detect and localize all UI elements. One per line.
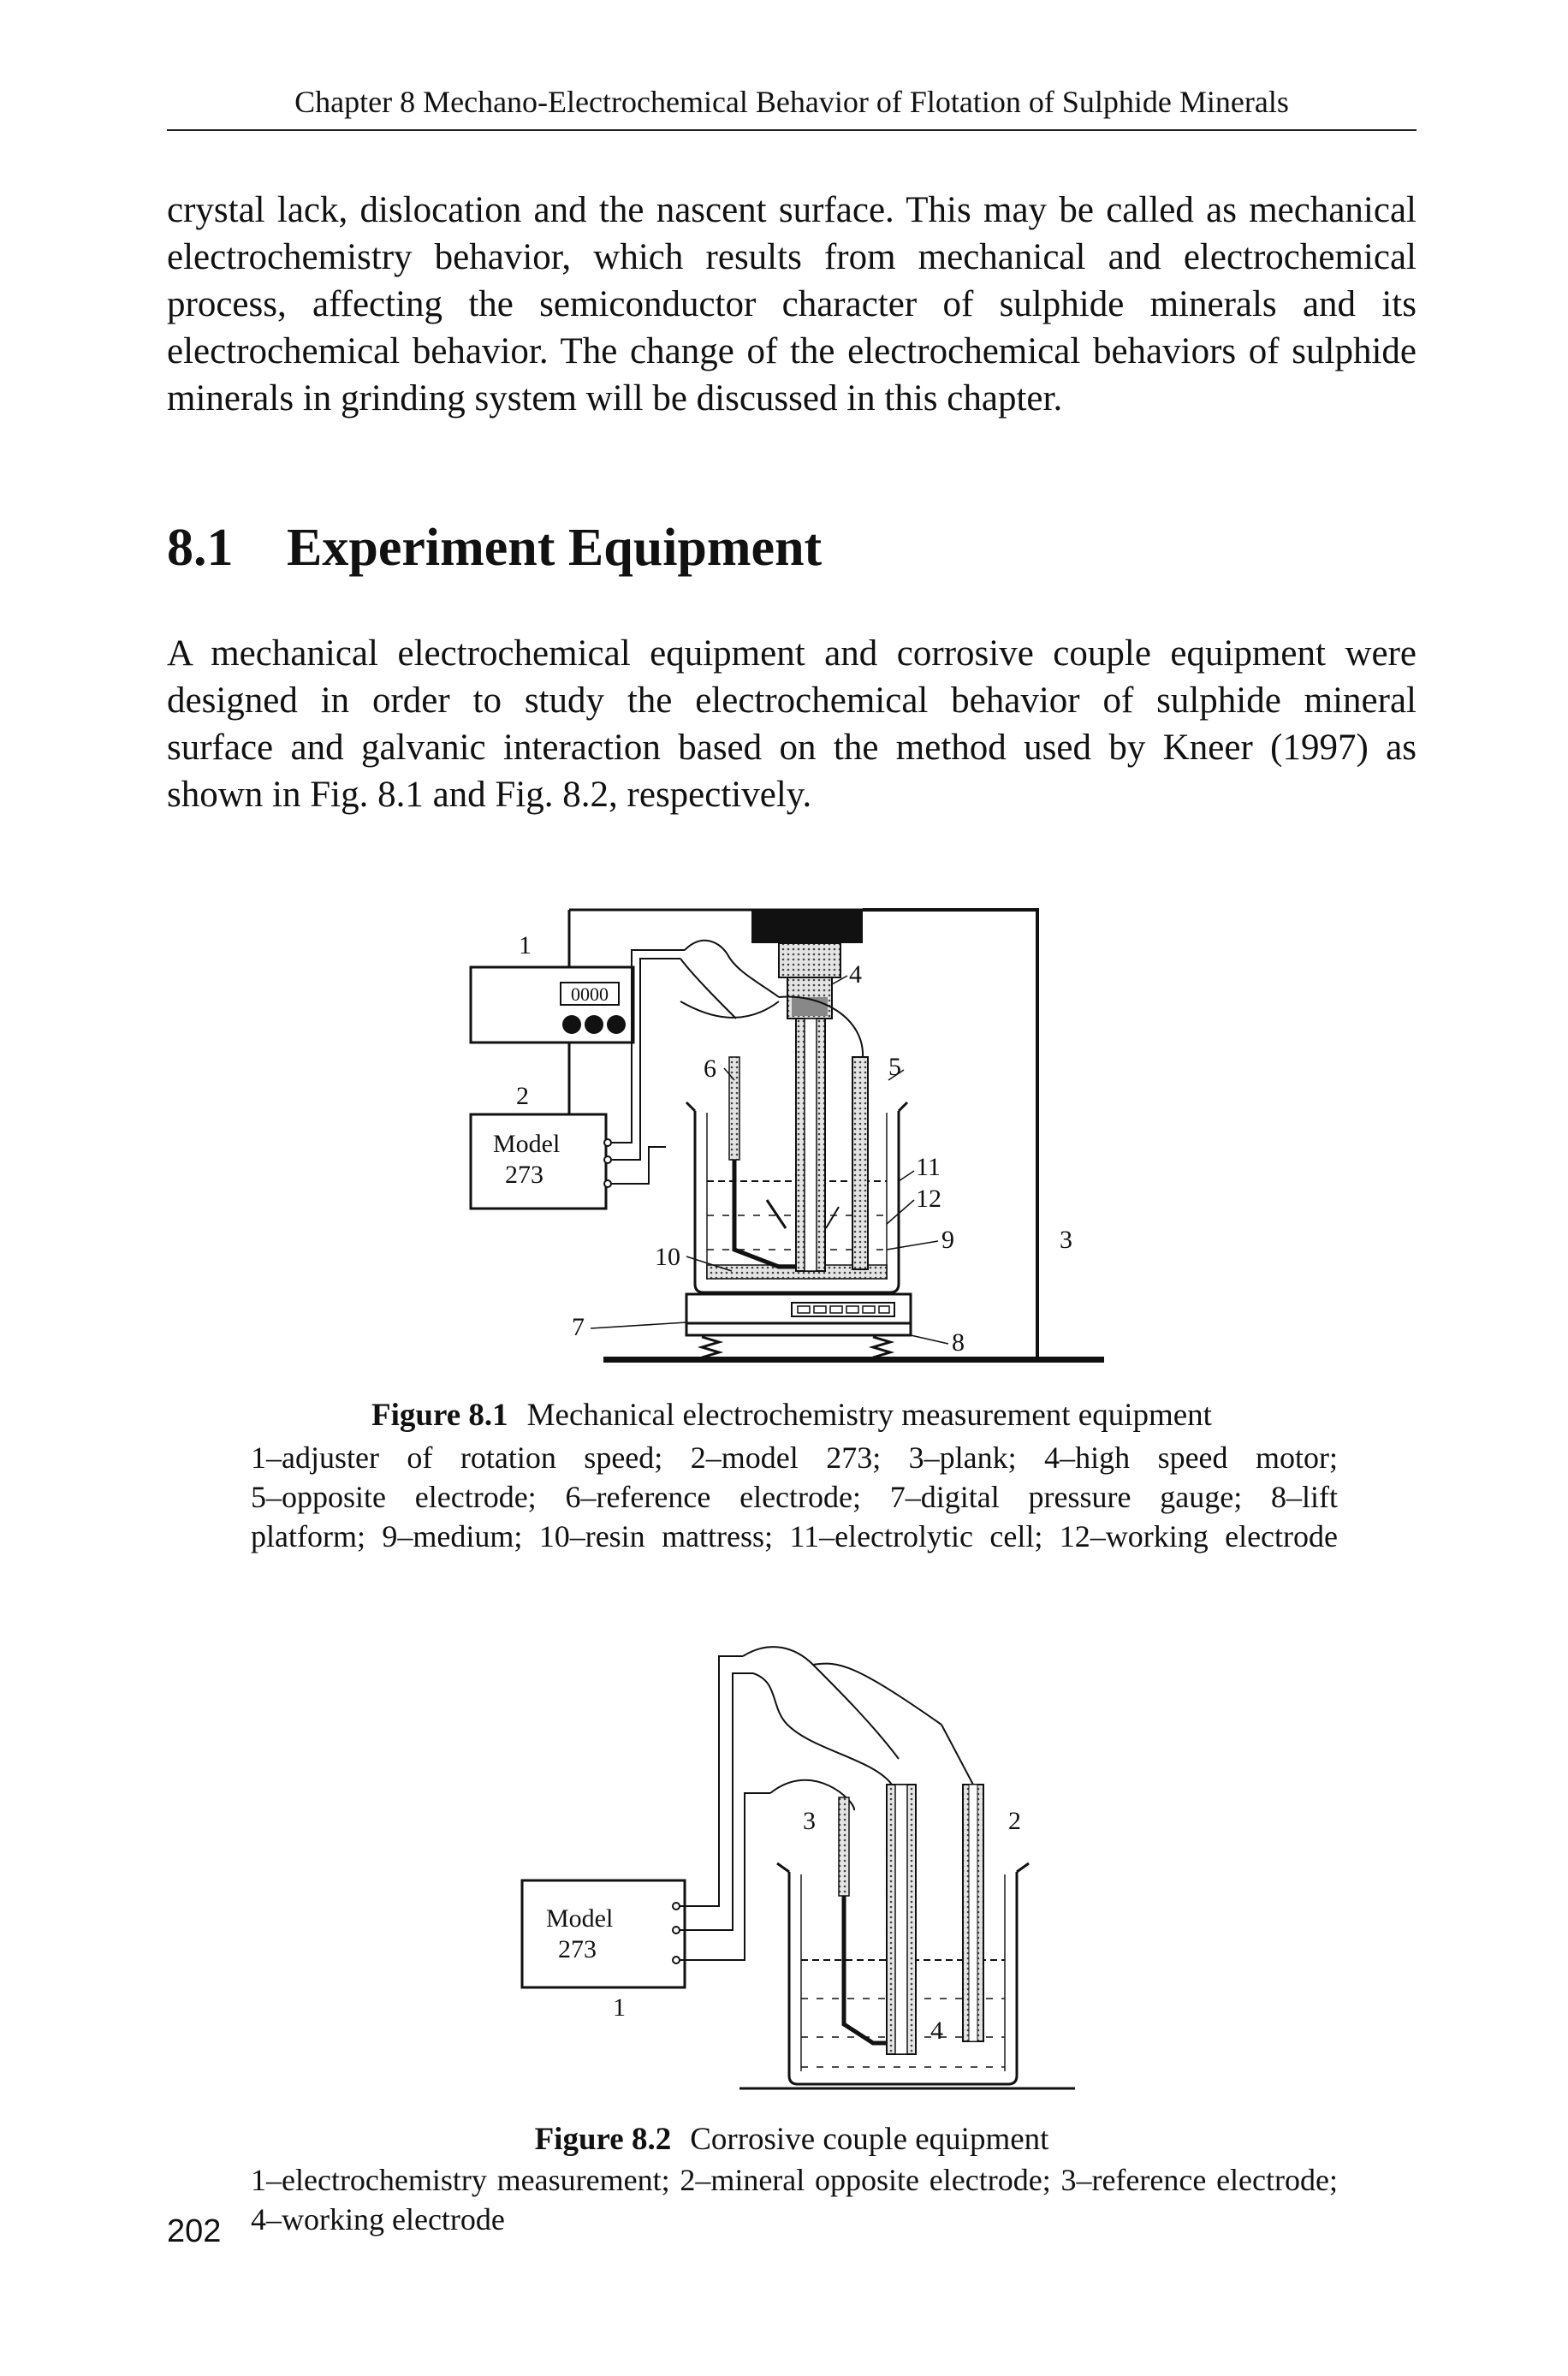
reference-electrode — [841, 1797, 890, 2046]
label-3: 3 — [803, 1807, 816, 1835]
figure-title: Mechanical electrochemistry measurement … — [526, 1398, 1212, 1433]
intro-paragraph: crystal lack, dislocation and the nascen… — [167, 187, 1417, 422]
label-5: 5 — [888, 1053, 901, 1081]
label-7: 7 — [572, 1313, 585, 1341]
caption-line: 1–adjuster of rotation speed; 2–model 27… — [251, 1440, 1338, 1475]
text-line: electrochemistry behavior, which results… — [167, 237, 1417, 277]
instrument-label: Model — [493, 1130, 560, 1158]
figure-8-2-caption-title: Figure 8.2 Corrosive couple equipment — [167, 2121, 1417, 2158]
text-line: A mechanical electrochemical equipment a… — [167, 633, 1417, 674]
opposite-electrode — [852, 1056, 869, 1270]
text-line: process, affecting the semiconductor cha… — [167, 284, 1417, 324]
label-8: 8 — [952, 1328, 965, 1357]
figure-title: Corrosive couple equipment — [690, 2122, 1049, 2157]
figure-8-2-caption-legend: 1–electrochemistry measurement; 2–minera… — [251, 2160, 1338, 2239]
figure-8-2-diagram: Model 273 1 2 3 4 — [520, 1646, 1075, 2090]
label-12: 12 — [916, 1185, 941, 1213]
running-head: Chapter 8 Mechano-Electrochemical Behavi… — [294, 85, 1289, 119]
label-6: 6 — [704, 1054, 716, 1083]
figure-label: Figure 8.1 — [371, 1398, 508, 1433]
rotation-speed-adjuster: 0000 — [469, 965, 635, 1044]
support-rod — [863, 908, 1039, 1359]
instrument-model: 273 — [558, 1935, 597, 1963]
figure-8-1-diagram: 0000 Model 273 — [469, 908, 1104, 1363]
instrument-model: 273 — [505, 1161, 543, 1189]
label-11: 11 — [916, 1153, 941, 1181]
high-speed-motor — [751, 908, 1037, 1019]
speed-display: 0000 — [571, 983, 609, 1005]
lift-platform — [685, 1322, 912, 1359]
label-9: 9 — [941, 1226, 954, 1254]
label-2: 2 — [516, 1082, 529, 1110]
caption-line: 5–opposite electrode; 6–reference electr… — [251, 1480, 1338, 1514]
figure-8-1-caption-title: Figure 8.1 Mechanical electrochemistry me… — [167, 1397, 1417, 1434]
caption-line: 4–working electrode — [251, 2202, 505, 2236]
text-line: electrochemical behavior. The change of … — [167, 331, 1417, 371]
page-number: 202 — [167, 2213, 222, 2249]
label-3: 3 — [1060, 1226, 1072, 1254]
text-line: shown in Fig. 8.1 and Fig. 8.2, respecti… — [167, 775, 812, 815]
instrument-label: Model — [546, 1904, 613, 1933]
text-line: designed in order to study the electroch… — [167, 680, 1417, 721]
text-line: minerals in grinding system will be disc… — [167, 378, 1063, 419]
figure-label: Figure 8.2 — [534, 2122, 672, 2157]
label-10: 10 — [655, 1243, 680, 1271]
section-paragraph: A mechanical electrochemical equipment a… — [167, 630, 1417, 818]
section-heading: 8.1 Experiment Equipment — [167, 518, 822, 579]
text-line: surface and galvanic interaction based o… — [167, 728, 1417, 768]
label-1: 1 — [519, 931, 532, 959]
model-273-instrument: Model 273 — [520, 1879, 686, 1989]
section-number: 8.1 — [167, 519, 234, 577]
figure-8-1-caption-legend: 1–adjuster of rotation speed; 2–model 27… — [251, 1438, 1338, 1556]
section-title: Experiment Equipment — [287, 519, 823, 577]
plank — [603, 1357, 1104, 1363]
label-2: 2 — [1008, 1807, 1021, 1835]
digital-pressure-gauge — [685, 1292, 912, 1325]
text-line: crystal lack, dislocation and the nascen… — [167, 190, 1417, 230]
caption-line: platform; 9–medium; 10–resin mattress; 1… — [251, 1519, 1338, 1553]
label-4: 4 — [930, 2017, 943, 2045]
label-4: 4 — [849, 960, 862, 989]
model-273-instrument: Model 273 — [469, 1113, 612, 1210]
caption-line: 1–electrochemistry measurement; 2–minera… — [251, 2163, 1338, 2197]
label-1: 1 — [613, 1993, 626, 2022]
header-rule — [167, 129, 1417, 131]
